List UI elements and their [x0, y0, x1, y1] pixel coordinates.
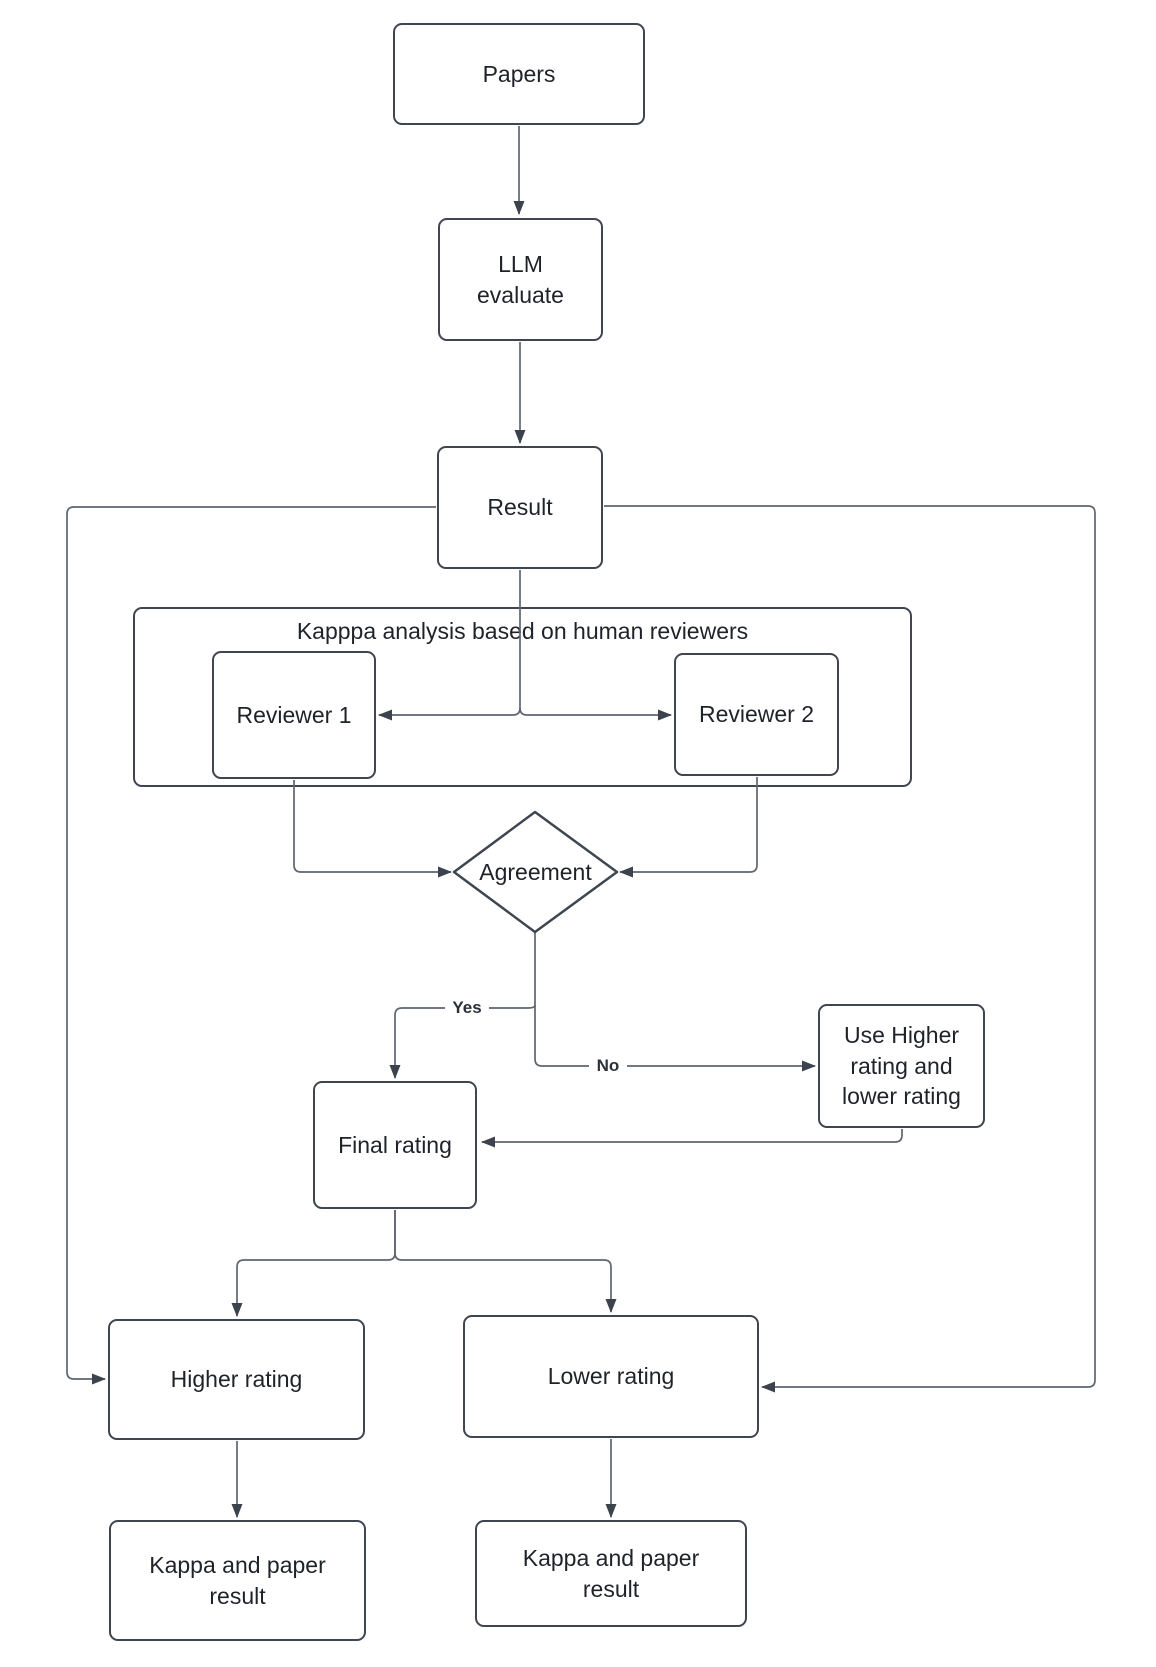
node-use-higher-lower-rating: Use Higher rating and lower rating — [818, 1004, 985, 1128]
node-lower-rating-label: Lower rating — [547, 1363, 675, 1390]
node-reviewer-2: Reviewer 2 — [674, 653, 839, 776]
node-higher-rating: Higher rating — [108, 1319, 365, 1440]
node-llm-evaluate: LLM evaluate — [438, 218, 603, 341]
node-reviewer-1-label: Reviewer 1 — [236, 701, 352, 728]
group-kappa-analysis-label: Kapppa analysis based on human reviewers — [296, 618, 749, 644]
node-reviewer-1: Reviewer 1 — [212, 651, 376, 779]
edge-result-to-reviewer1 — [378, 570, 521, 721]
node-kappa-paper-result-left-label: Kappa and paper result — [149, 1552, 326, 1609]
node-papers-label: Papers — [482, 60, 556, 87]
node-result: Result — [437, 446, 603, 569]
edge-agreement-no-to-usehigher — [534, 933, 816, 1072]
node-lower-rating: Lower rating — [463, 1315, 759, 1438]
node-result-label: Result — [487, 494, 553, 521]
node-agreement: Agreement — [454, 842, 617, 902]
edge-label-yes: Yes — [445, 996, 489, 1020]
edge-result-loop-to-lower — [604, 505, 1096, 1393]
node-use-higher-lower-rating-label: Use Higher rating and lower rating — [842, 1022, 961, 1110]
edge-usehigher-to-final — [481, 1129, 903, 1148]
node-kappa-paper-result-right: Kappa and paper result — [475, 1520, 747, 1627]
node-final-rating: Final rating — [313, 1081, 477, 1209]
agreement-diamond-shape — [452, 810, 619, 934]
node-final-rating-label: Final rating — [338, 1131, 452, 1158]
edge-reviewer2-to-agreement — [619, 777, 758, 878]
edge-final-to-lower — [394, 1210, 617, 1313]
node-llm-evaluate-label: LLM evaluate — [477, 251, 564, 308]
edge-label-yes-text: Yes — [452, 998, 482, 1017]
node-agreement-label: Agreement — [479, 858, 592, 885]
node-kappa-paper-result-right-label: Kappa and paper result — [522, 1545, 700, 1602]
edge-final-to-higher — [231, 1210, 396, 1317]
edge-label-no-text: No — [596, 1056, 620, 1075]
node-kappa-paper-result-left: Kappa and paper result — [109, 1520, 366, 1641]
node-reviewer-2-label: Reviewer 2 — [698, 701, 815, 728]
edge-reviewer1-to-agreement — [293, 780, 452, 878]
edge-result-to-reviewer2 — [519, 707, 672, 721]
edge-label-no: No — [589, 1054, 627, 1078]
edge-result-loop-to-higher — [66, 506, 436, 1385]
node-higher-rating-label: Higher rating — [170, 1366, 303, 1393]
group-kappa-analysis: Kapppa analysis based on human reviewers — [133, 607, 912, 787]
node-papers: Papers — [393, 23, 645, 125]
